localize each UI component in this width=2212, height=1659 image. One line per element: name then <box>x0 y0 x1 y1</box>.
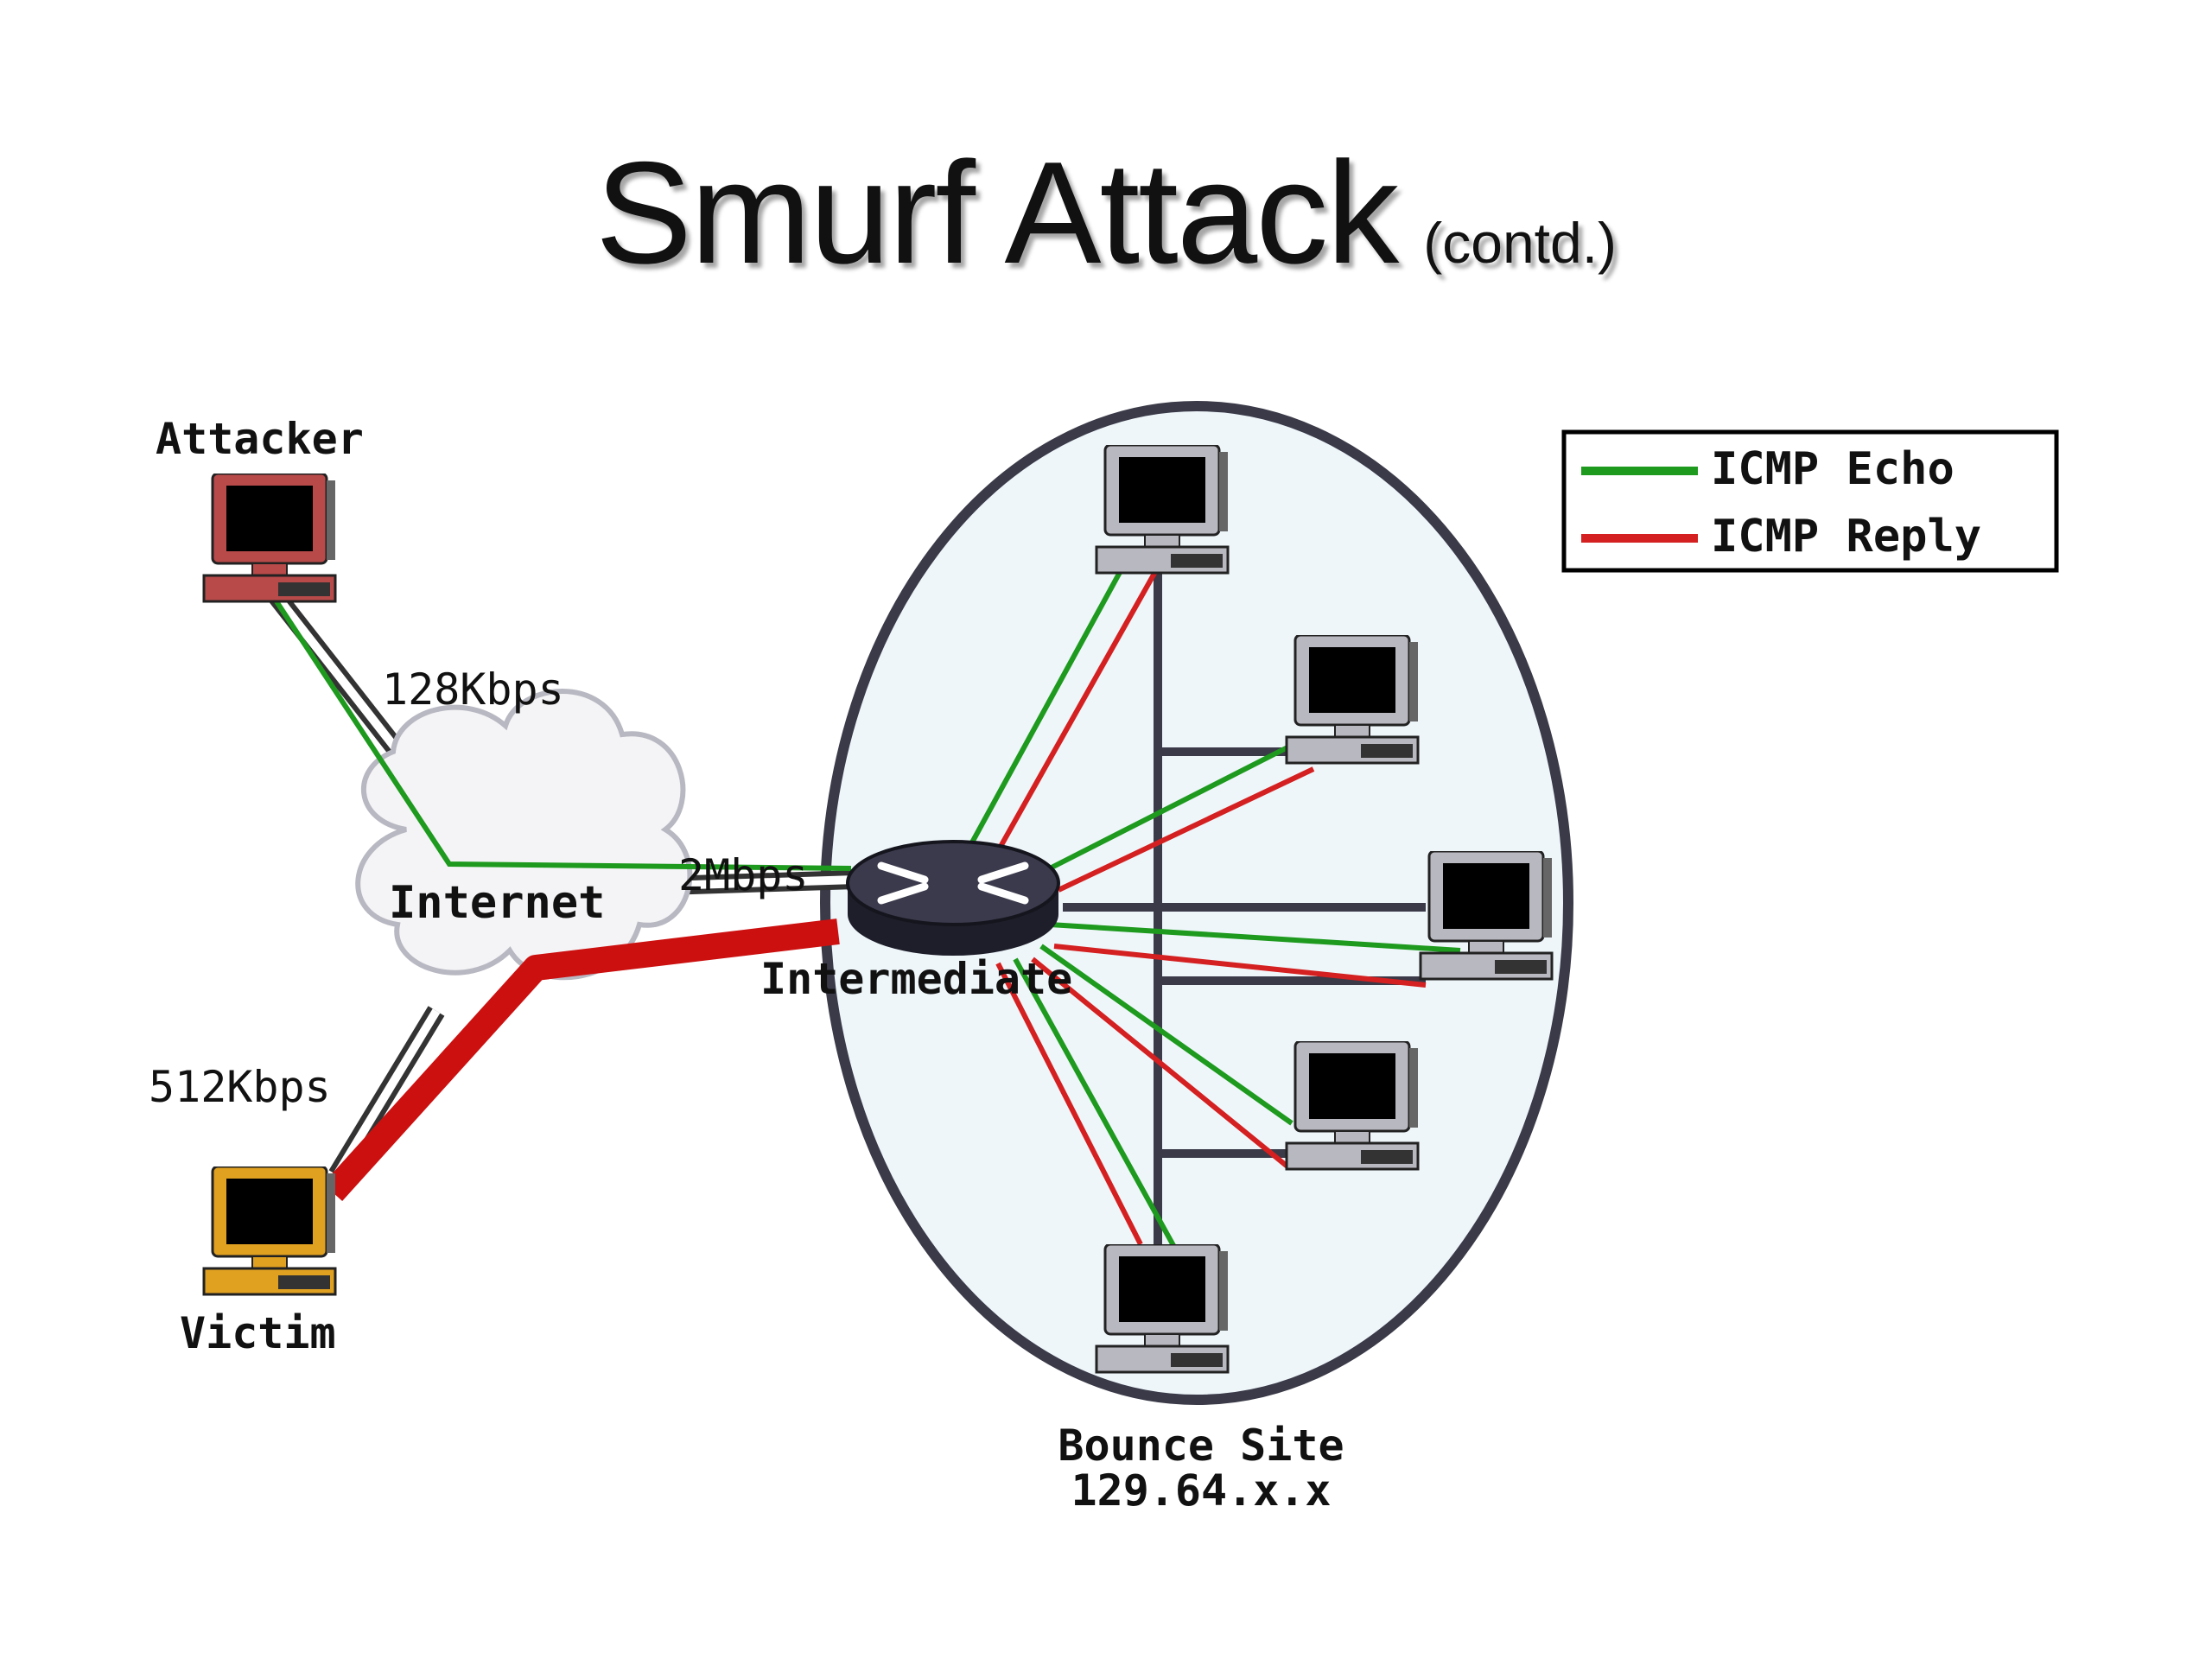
icmp-reply-rays <box>995 569 1427 1246</box>
legend-echo-label: ICMP Echo <box>1711 443 1955 495</box>
page-title: Smurf Attack (contd.) <box>0 130 2212 296</box>
bounce-host-2-computer-icon <box>1285 635 1420 765</box>
victim-computer-icon <box>202 1166 337 1296</box>
flood-path-victim <box>322 918 840 1202</box>
bounce-host-3-computer-icon <box>1419 851 1554 981</box>
echo-path-attacker <box>270 594 852 871</box>
attacker-computer-icon <box>202 474 337 603</box>
victim-cable-inner <box>333 1008 441 1178</box>
bounce-host-4-computer-icon <box>1285 1041 1420 1171</box>
bounce-host-5-computer-icon <box>1095 1244 1230 1374</box>
bounce-host-1-computer-icon <box>1095 445 1230 575</box>
attacker-label: Attacker <box>156 414 364 464</box>
icmp-echo-rays <box>969 564 1461 1250</box>
title-main: Smurf Attack <box>594 131 1399 294</box>
attacker-speed-label: 128Kbps <box>382 664 564 715</box>
victim-label: Victim <box>180 1308 336 1358</box>
internet-router-cable-inner <box>664 875 856 890</box>
legend-reply-label: ICMP Reply <box>1711 511 1981 563</box>
intermediate-label: Intermediate <box>760 954 1072 1004</box>
title-sub: (contd.) <box>1423 211 1618 275</box>
victim-speed-label: 512Kbps <box>149 1062 331 1112</box>
legend-box <box>1561 429 2059 573</box>
internet-label: Internet <box>389 877 605 929</box>
intermediate-speed-label: 2Mbps <box>678 850 809 900</box>
legend: ICMP Echo ICMP Reply <box>1561 429 2059 573</box>
bounce-site-label: Bounce Site <box>1058 1421 1344 1471</box>
bounce-ip-label: 129.64.x.x <box>1071 1465 1331 1516</box>
router-icon <box>846 840 1060 956</box>
cloud-icon <box>355 689 693 981</box>
